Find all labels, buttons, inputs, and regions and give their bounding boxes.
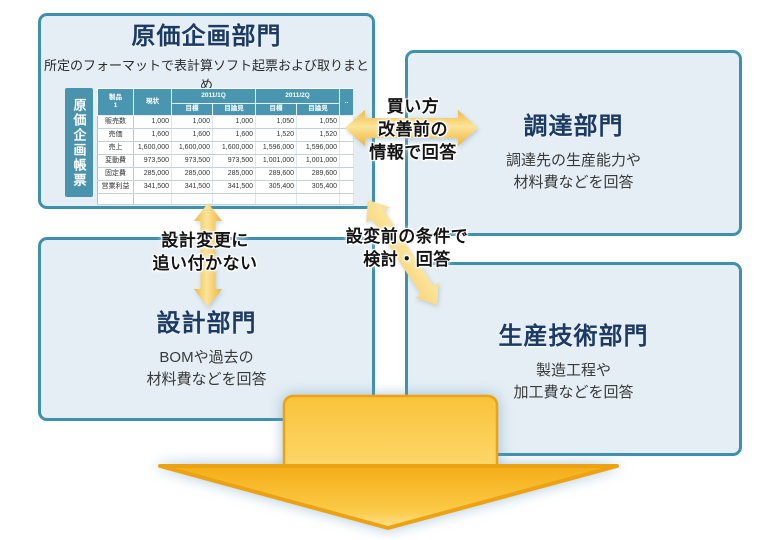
form-cell: 1,596,000 xyxy=(255,141,298,155)
form-cell: 1,520 xyxy=(296,128,341,142)
form-cell: 1,600,000 xyxy=(212,141,257,155)
form-cell: 1,000 xyxy=(171,115,213,129)
procurement-title: 調達部門 xyxy=(523,113,624,140)
form-row-label: 売上 xyxy=(97,141,134,155)
box-design: 設計部門 BOMや過去の 材料費などを回答 xyxy=(38,237,375,421)
col-header-current: 現状 xyxy=(133,88,172,116)
form-cell xyxy=(97,193,134,205)
form-cell: 341,500 xyxy=(171,180,213,194)
arrow-label-buying: 買い方 改善前の 情報で回答 xyxy=(369,97,457,162)
form-row-label: 固定費 xyxy=(97,167,134,181)
form-cell xyxy=(296,193,341,205)
form-cell xyxy=(339,167,355,181)
form-cell: 305,400 xyxy=(255,180,298,194)
production-engineering-description: 製造工程や 加工費などを回答 xyxy=(513,361,634,401)
form-cell: 305,400 xyxy=(296,180,341,194)
form-cell: 1,001,000 xyxy=(255,154,298,168)
form-cell: 1,596,000 xyxy=(296,141,341,155)
form-cell: 1,050 xyxy=(296,115,341,129)
form-cell xyxy=(339,193,355,205)
design-description: BOMや過去の 材料費などを回答 xyxy=(146,348,267,388)
col-subheader-estimate: 目論見 xyxy=(211,103,257,116)
col-header-product: 製品 1 xyxy=(97,88,134,116)
box-cost-planning: 原価企画部門 所定のフォーマットで表計算ソフト起票および取りまとめ 原価企画帳票… xyxy=(38,13,375,209)
form-cell xyxy=(339,154,355,168)
arrow-label-pre-change: 設変前の条件で 検討・回答 xyxy=(345,227,469,269)
form-cell: 341,500 xyxy=(133,180,172,194)
col-header-q1: 2011/1Q xyxy=(170,88,257,104)
cost-form-side-label: 原価企画帳票 xyxy=(65,88,93,197)
cost-planning-subtitle: 所定のフォーマットで表計算ソフト起票および取りまとめ xyxy=(43,57,369,92)
form-cell: 973,500 xyxy=(133,154,172,168)
form-row-label: 売価 xyxy=(97,128,134,142)
form-cell: 1,520 xyxy=(255,128,298,142)
form-cell xyxy=(255,193,298,205)
form-empty-row xyxy=(97,193,355,205)
form-row-label: 変動費 xyxy=(97,154,134,168)
form-cell: 1,600 xyxy=(212,128,257,142)
col-subheader-estimate: 目論見 xyxy=(296,103,341,116)
design-title: 設計部門 xyxy=(156,310,257,337)
col-header-more: .. xyxy=(339,88,355,116)
form-row-label: 販売数 xyxy=(97,115,134,129)
form-cell: 973,500 xyxy=(212,154,257,168)
procurement-description: 調達先の生産能力や 材料費などを回答 xyxy=(505,151,641,191)
col-subheader-target: 目標 xyxy=(255,103,298,116)
form-cell: 1,600 xyxy=(133,128,172,142)
form-cell: 1,000 xyxy=(133,115,172,129)
form-cell: 341,500 xyxy=(212,180,257,194)
form-row-label: 営業利益 xyxy=(97,180,134,194)
form-cell: 1,600,000 xyxy=(171,141,213,155)
form-cell: 973,500 xyxy=(171,154,213,168)
arrow-label-design-change: 設計変更に 追い付かない xyxy=(152,231,258,273)
cost-planning-title: 原価企画部門 xyxy=(131,23,282,50)
form-cell: 285,000 xyxy=(171,167,213,181)
form-cell: 289,600 xyxy=(255,167,298,181)
production-engineering-title: 生産技術部門 xyxy=(498,323,649,350)
form-cell: 285,000 xyxy=(212,167,257,181)
form-cell xyxy=(212,193,257,205)
col-subheader-target: 目標 xyxy=(171,103,213,116)
form-cell: 1,001,000 xyxy=(296,154,341,168)
form-cell: 1,600 xyxy=(171,128,213,142)
form-cell: 1,000 xyxy=(212,115,257,129)
form-cell: 285,000 xyxy=(133,167,172,181)
form-cell: 1,600,000 xyxy=(133,141,172,155)
form-cell: 1,050 xyxy=(255,115,298,129)
col-header-q2: 2011/2Q xyxy=(255,88,341,104)
cost-form-table: 製品 1 現状 2011/1Q 2011/2Q .. 目標 目論見 目標 目論見… xyxy=(97,88,355,205)
form-cell: 289,600 xyxy=(296,167,341,181)
form-cell xyxy=(171,193,213,205)
cost-form-header: 製品 1 現状 2011/1Q 2011/2Q .. 目標 目論見 目標 目論見 xyxy=(97,88,355,116)
form-cell xyxy=(133,193,172,205)
box-production-engineering: 生産技術部門 製造工程や 加工費などを回答 xyxy=(405,262,742,456)
form-cell xyxy=(339,180,355,194)
